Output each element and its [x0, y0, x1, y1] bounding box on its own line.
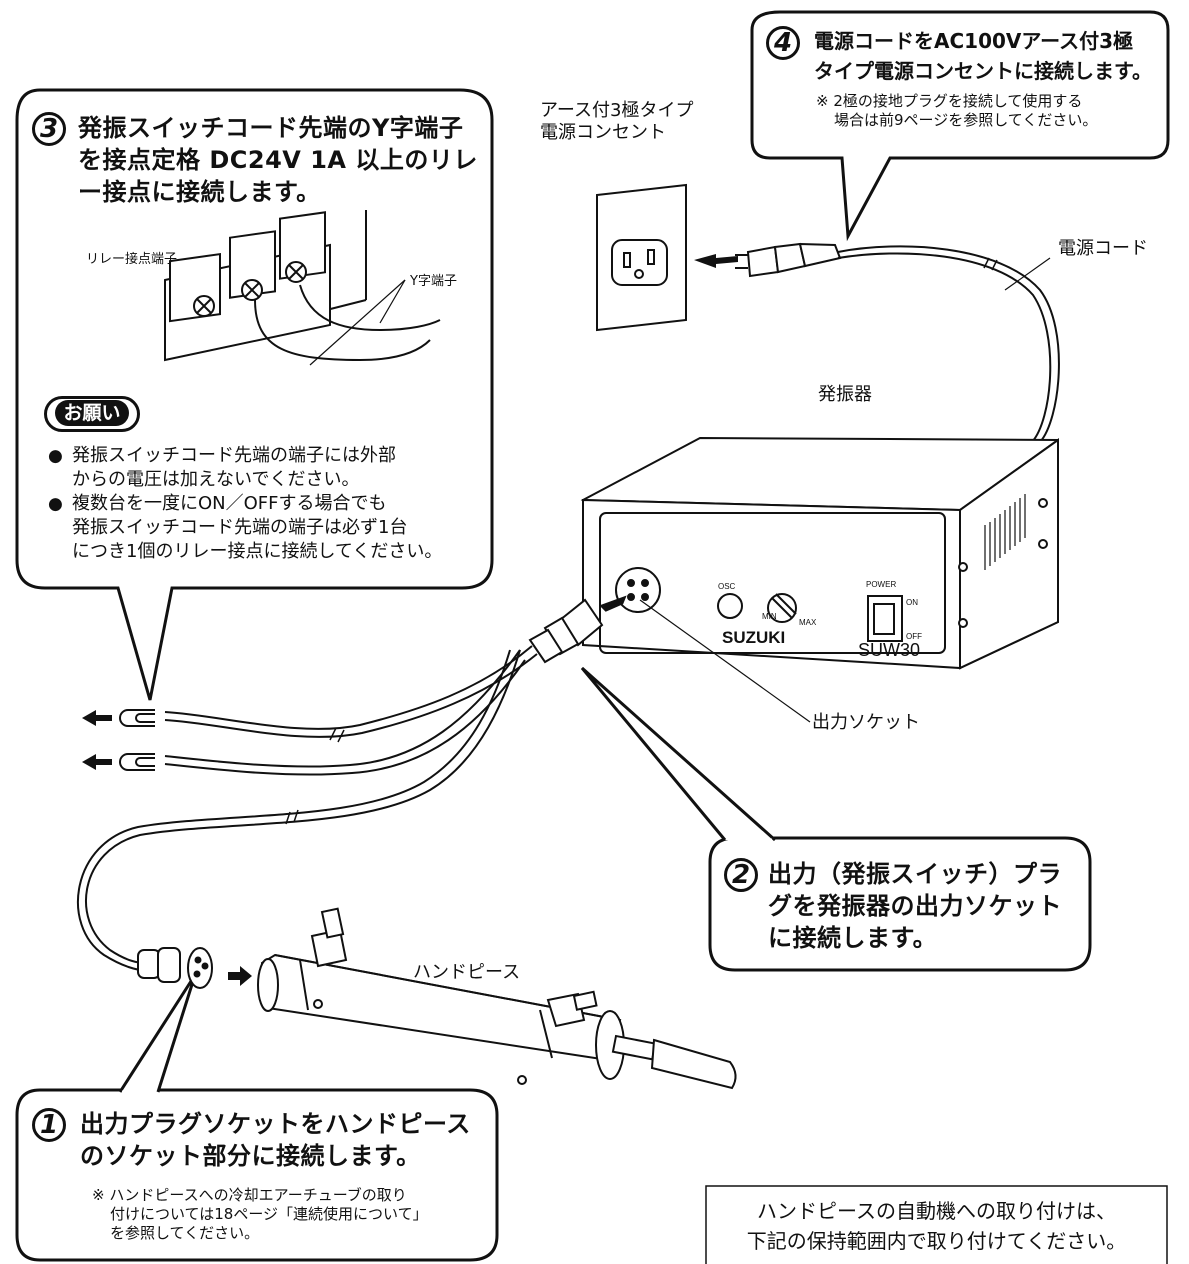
step-1-note: ※ ハンドピースへの冷却エアーチューブの取り 付けについては18ページ「連続使用… [92, 1186, 428, 1243]
model-label: SUW30 [858, 640, 921, 660]
step-1-title: 出力プラグソケットをハンドピース のソケット部分に接続します。 [80, 1108, 471, 1172]
request-bullet-line: 発振スイッチコード先端の端子には外部 [72, 445, 396, 466]
step-3-title: 発振スイッチコード先端のY字端子 を接点定格 DC24V 1A 以上のリレ ー接… [78, 112, 478, 208]
callout-1-frame [15, 1088, 499, 1262]
callout-2-frame [708, 836, 1092, 972]
handpiece-illustration [257, 907, 737, 1090]
step-2-title-line: 出力（発振スイッチ）プラ [768, 860, 1062, 888]
step-1-title-line: 出力プラグソケットをハンドピース [80, 1110, 471, 1138]
outlet-illustration [596, 183, 687, 332]
notice-box: ハンドピースの自動機への取り付けは、 下記の保持範囲内で取り付けてください。 [706, 1196, 1167, 1256]
notice-box-frame [705, 1185, 1168, 1264]
step-1-note-line: を参照してください。 [110, 1224, 260, 1242]
output-socket-label: 出力ソケット [812, 712, 920, 733]
step-2-title-line: に接続します。 [768, 924, 938, 952]
step-4-title-line: タイプ電源コンセントに接続します。 [814, 59, 1152, 83]
oscillator-illustration [580, 436, 1059, 670]
socket-arrow [599, 595, 627, 612]
step-4-note-line: ※ 2極の接地プラグを接続して使用する [816, 92, 1083, 110]
request-bullet: 発振スイッチコード先端の端子には外部 からの電圧は加えないでください。 [48, 444, 488, 492]
callout-4-frame [750, 10, 1170, 242]
step-4-number: 4 [773, 28, 793, 58]
handpiece-cord [85, 649, 521, 964]
handpiece-label: ハンドピース [413, 962, 521, 983]
min-label: MIN [762, 612, 777, 621]
request-badge: お願い [44, 396, 140, 432]
step-1-note-line: ※ ハンドピースへの冷却エアーチューブの取り [92, 1186, 407, 1204]
step-1-note-line: 付けについては18ページ「連続使用について」 [110, 1205, 428, 1223]
outlet-label-line: アース付3極タイプ [540, 100, 694, 121]
handpiece-plug [137, 947, 213, 989]
step-2-title: 出力（発振スイッチ）プラ グを発振器の出力ソケット に接続します。 [768, 858, 1062, 954]
step-3-number: 3 [39, 114, 59, 144]
osc-lamp-label: OSC [718, 582, 736, 591]
step-1-number: 1 [39, 1110, 59, 1140]
callout-2-pointer [580, 666, 776, 842]
switch-cord-upper [164, 645, 533, 730]
notice-line: 下記の保持範囲内で取り付けてください。 [746, 1229, 1127, 1253]
left-arrow-upper [82, 710, 112, 726]
request-badge-label: お願い [55, 400, 129, 426]
switch-off-label: OFF [906, 632, 922, 641]
brand-logo: SUZUKI [722, 628, 786, 647]
power-switch-label: POWER [866, 580, 897, 589]
outlet-label: アース付3極タイプ 電源コンセント [540, 100, 693, 144]
power-cord [837, 245, 1060, 443]
step-4-note-line: 場合は前9ページを参照してください。 [834, 111, 1098, 129]
step-2-title-line: グを発振器の出力ソケット [768, 892, 1062, 920]
request-bullet-line: からの電圧は加えないでください。 [72, 469, 360, 490]
power-plug [735, 242, 842, 278]
y-terminals [119, 709, 155, 771]
step-2-number: 2 [731, 860, 751, 890]
callout-1-pointer [118, 974, 197, 1093]
step-4-title: 電源コードをAC100Vアース付3極 タイプ電源コンセントに接続します。 [814, 26, 1152, 86]
plug-arrow [694, 254, 738, 268]
relay-terminal-label: リレー接点端子 [86, 252, 178, 267]
oscillator-label: 発振器 [818, 384, 872, 405]
request-bullet-list: 発振スイッチコード先端の端子には外部 からの電圧は加えないでください。 複数台を… [48, 444, 488, 564]
step-3-title-line: ー接点に接続します。 [78, 178, 321, 206]
request-bullet: 複数台を一度にON／OFFする場合でも 発振スイッチコード先端の端子は必ず1台 … [48, 492, 488, 564]
switch-cord-lower [164, 649, 521, 768]
output-plug [528, 598, 604, 664]
max-label: MAX [799, 618, 817, 627]
left-arrow-lower [82, 754, 112, 770]
step-4-title-line: 電源コードをAC100Vアース付3極 [814, 29, 1134, 53]
outlet-label-line: 電源コンセント [540, 122, 666, 143]
request-bullet-line: につき1個のリレー接点に接続してください。 [72, 541, 443, 562]
request-bullet-line: 複数台を一度にON／OFFする場合でも [72, 493, 387, 514]
step-1-title-line: のソケット部分に接続します。 [80, 1142, 421, 1170]
step-3-title-line: 発振スイッチコード先端のY字端子 [78, 114, 464, 142]
relay-terminal-illustration [164, 210, 441, 366]
y-terminal-label: Y字端子 [410, 274, 457, 289]
notice-line: ハンドピースの自動機への取り付けは、 [757, 1199, 1116, 1223]
switch-on-label: ON [906, 598, 918, 607]
handpiece-arrow [228, 966, 252, 986]
step-4-note: ※ 2極の接地プラグを接続して使用する 場合は前9ページを参照してください。 [816, 92, 1097, 130]
step-3-title-line: を接点定格 DC24V 1A 以上のリレ [78, 146, 478, 174]
request-bullet-line: 発振スイッチコード先端の端子は必ず1台 [72, 517, 408, 538]
power-cord-label: 電源コード [1058, 238, 1148, 259]
